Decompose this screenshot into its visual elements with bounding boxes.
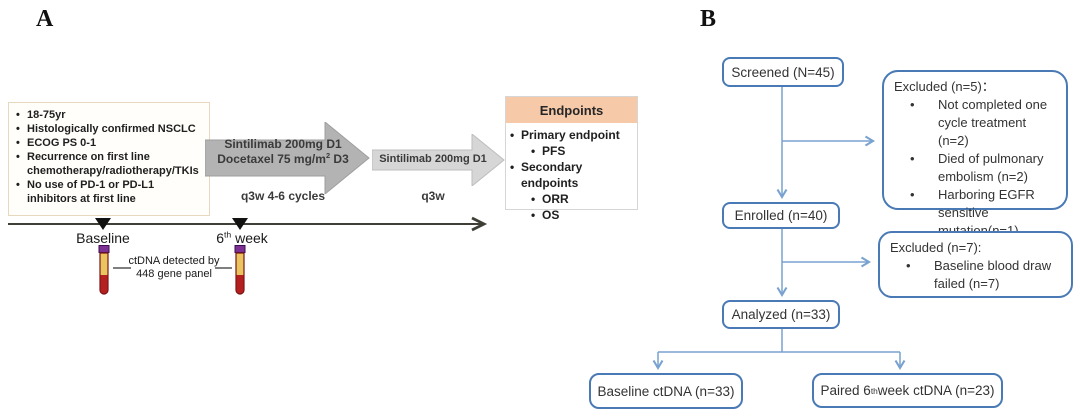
flow-box-baseline-ctdna: Baseline ctDNA (n=33) bbox=[589, 373, 743, 409]
endpoints-box: Endpoints Primary endpoint PFS Secondary… bbox=[505, 96, 638, 223]
excluded7-list: Baseline blood draw failed (n=7) bbox=[890, 257, 1063, 293]
flow-box-excluded-7: Excluded (n=7): Baseline blood draw fail… bbox=[878, 231, 1073, 298]
endpoint-item: Primary endpoint bbox=[510, 127, 637, 143]
ctdna-note-line2: 448 gene panel bbox=[136, 268, 212, 280]
week6-marker-triangle bbox=[232, 218, 248, 230]
endpoint-item: PFS bbox=[510, 143, 637, 159]
week6-label: 6th week bbox=[216, 229, 268, 246]
arrow1-schedule: q3w 4-6 cycles bbox=[240, 189, 326, 203]
flow-box-enrolled: Enrolled (n=40) bbox=[722, 202, 840, 229]
excluded7-title: Excluded (n=7): bbox=[890, 240, 982, 255]
criteria-item: ECOG PS 0-1 bbox=[15, 136, 204, 150]
excluded5-title: Excluded (n=5)： bbox=[894, 79, 995, 94]
panel-b-label: B bbox=[700, 6, 717, 32]
treatment-arrow-2-shape bbox=[372, 134, 505, 186]
flow-connector bbox=[658, 329, 900, 353]
treatment-arrow-1-text: Sintilimab 200mg D1 Docetaxel 75 mg/m2 D… bbox=[208, 137, 358, 167]
ctdna-note: ctDNA detected by 448 gene panel bbox=[128, 255, 220, 281]
excluded5-item: Died of pulmonary embolism (n=2) bbox=[894, 150, 1058, 186]
criteria-item: 18-75yr bbox=[15, 108, 204, 122]
baseline-marker-triangle bbox=[95, 218, 111, 230]
ctdna-note-line1: ctDNA detected by bbox=[128, 255, 220, 267]
flow-box-analyzed: Analyzed (n=33) bbox=[722, 300, 840, 329]
endpoint-item: OS bbox=[510, 207, 637, 223]
criteria-item: Recurrence on first line chemotherapy/ra… bbox=[15, 150, 204, 178]
excluded5-item: Not completed one cycle treatment (n=2) bbox=[894, 96, 1058, 150]
treatment-arrow-1-shape bbox=[205, 122, 370, 194]
endpoint-item: ORR bbox=[510, 191, 637, 207]
arrow2-schedule: q3w bbox=[421, 189, 445, 203]
criteria-item: No use of PD-1 or PD-L1 inhibitors at fi… bbox=[15, 178, 204, 206]
inclusion-criteria-box: 18-75yr Histologically confirmed NSCLC E… bbox=[8, 102, 210, 216]
treatment-arrow-2-text: Sintilimab 200mg D1 bbox=[379, 153, 487, 165]
blood-tube-icon bbox=[234, 245, 246, 295]
endpoints-list: Primary endpoint PFS Secondary endpoints… bbox=[506, 127, 637, 223]
baseline-label: Baseline bbox=[76, 230, 130, 246]
inclusion-criteria-list: 18-75yr Histologically confirmed NSCLC E… bbox=[15, 108, 204, 206]
blood-tube-icon bbox=[98, 245, 110, 295]
flow-box-excluded-5: Excluded (n=5)： Not completed one cycle … bbox=[882, 70, 1068, 238]
excluded7-item: Baseline blood draw failed (n=7) bbox=[890, 257, 1063, 293]
arrow1-line2: Docetaxel 75 mg/m2 D3 bbox=[217, 151, 349, 166]
panel-a-label: A bbox=[36, 6, 54, 32]
arrow1-line1: Sintilimab 200mg D1 bbox=[224, 137, 342, 151]
criteria-item: Histologically confirmed NSCLC bbox=[15, 122, 204, 136]
endpoints-header: Endpoints bbox=[506, 97, 637, 123]
endpoint-item: Secondary endpoints bbox=[510, 159, 637, 191]
excluded5-list: Not completed one cycle treatment (n=2) … bbox=[894, 96, 1058, 240]
flow-box-screened: Screened (N=45) bbox=[722, 57, 844, 87]
